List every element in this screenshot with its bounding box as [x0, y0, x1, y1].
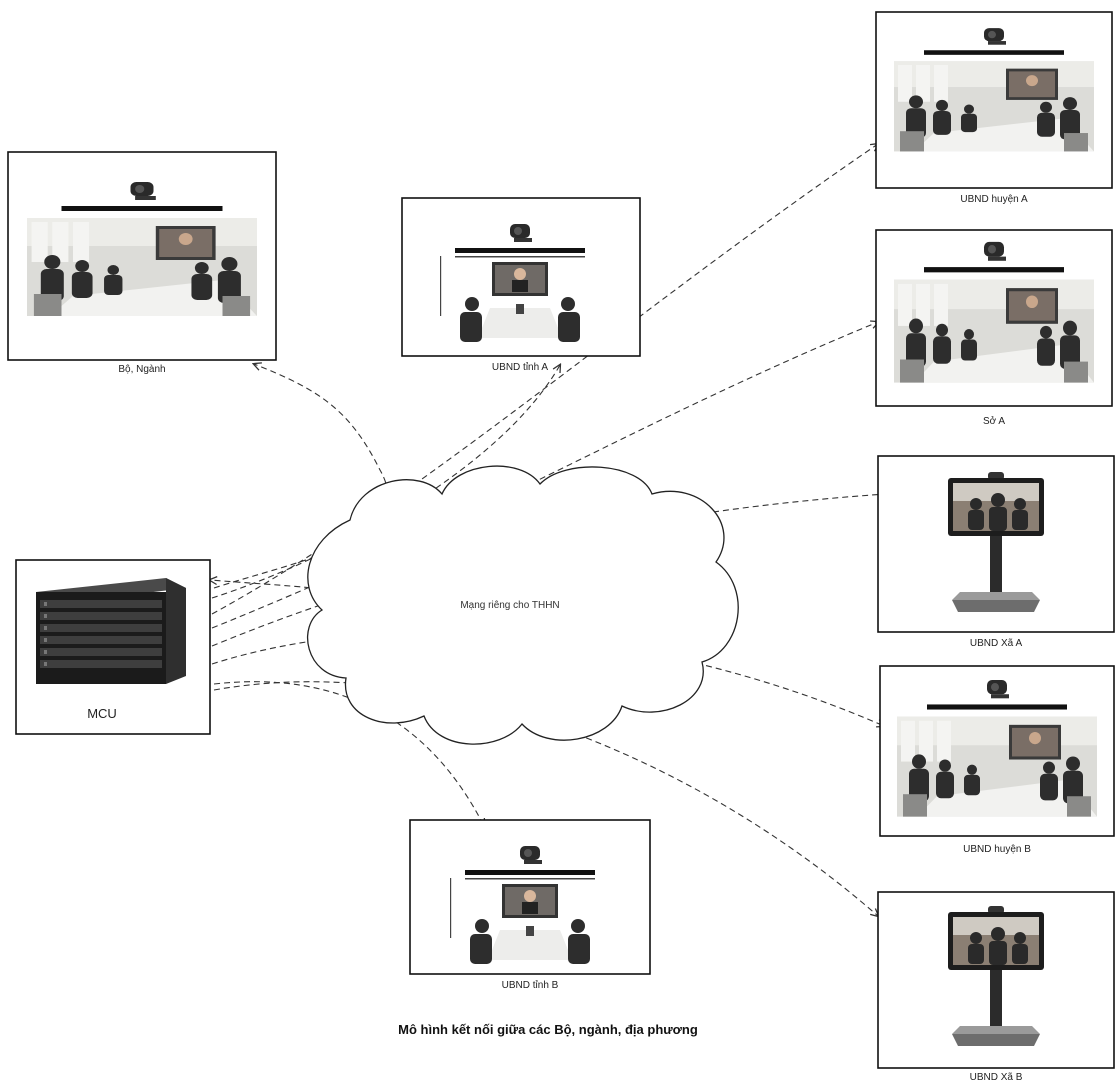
label-so-a: Sở A: [983, 415, 1005, 427]
node-tinh-a: UBND tỉnh A: [401, 197, 641, 373]
link-tinh-a: [211, 365, 560, 599]
node-huyen-a: UBND huyện A: [875, 11, 1113, 205]
label-xa-a: UBND Xã A: [970, 638, 1023, 649]
label-mcu: MCU: [87, 706, 117, 721]
network-cloud: Mạng riêng cho THHN: [307, 465, 739, 745]
cloud-label: Mạng riêng cho THHN: [460, 600, 559, 611]
node-so-a: Sở A: [875, 229, 1113, 427]
node-mcu: MCU: [15, 559, 211, 735]
label-xa-b: UBND Xã B: [970, 1072, 1023, 1083]
node-tinh-b: UBND tỉnh B: [409, 819, 651, 991]
node-huyen-b: UBND huyện B: [879, 665, 1115, 855]
node-xa-b: UBND Xã B: [877, 891, 1115, 1083]
label-huyen-a: UBND huyện A: [960, 194, 1028, 205]
node-bo-nganh: Bộ, Ngành: [7, 151, 277, 375]
label-huyen-b: UBND huyện B: [963, 844, 1031, 855]
link-huyen-a: [211, 144, 878, 615]
link-bo-nganh: [213, 364, 389, 589]
link-tinh-b: [213, 681, 484, 826]
server-rack-icon: [36, 578, 186, 684]
node-xa-a: UBND Xã A: [877, 455, 1115, 649]
diagram-caption: Mô hình kết nối giữa các Bộ, ngành, địa …: [398, 1022, 698, 1037]
label-tinh-b: UBND tỉnh B: [502, 979, 559, 991]
link-xa-b: [213, 681, 878, 916]
label-bo-nganh: Bộ, Ngành: [118, 364, 165, 375]
label-tinh-a: UBND tỉnh A: [492, 361, 548, 373]
